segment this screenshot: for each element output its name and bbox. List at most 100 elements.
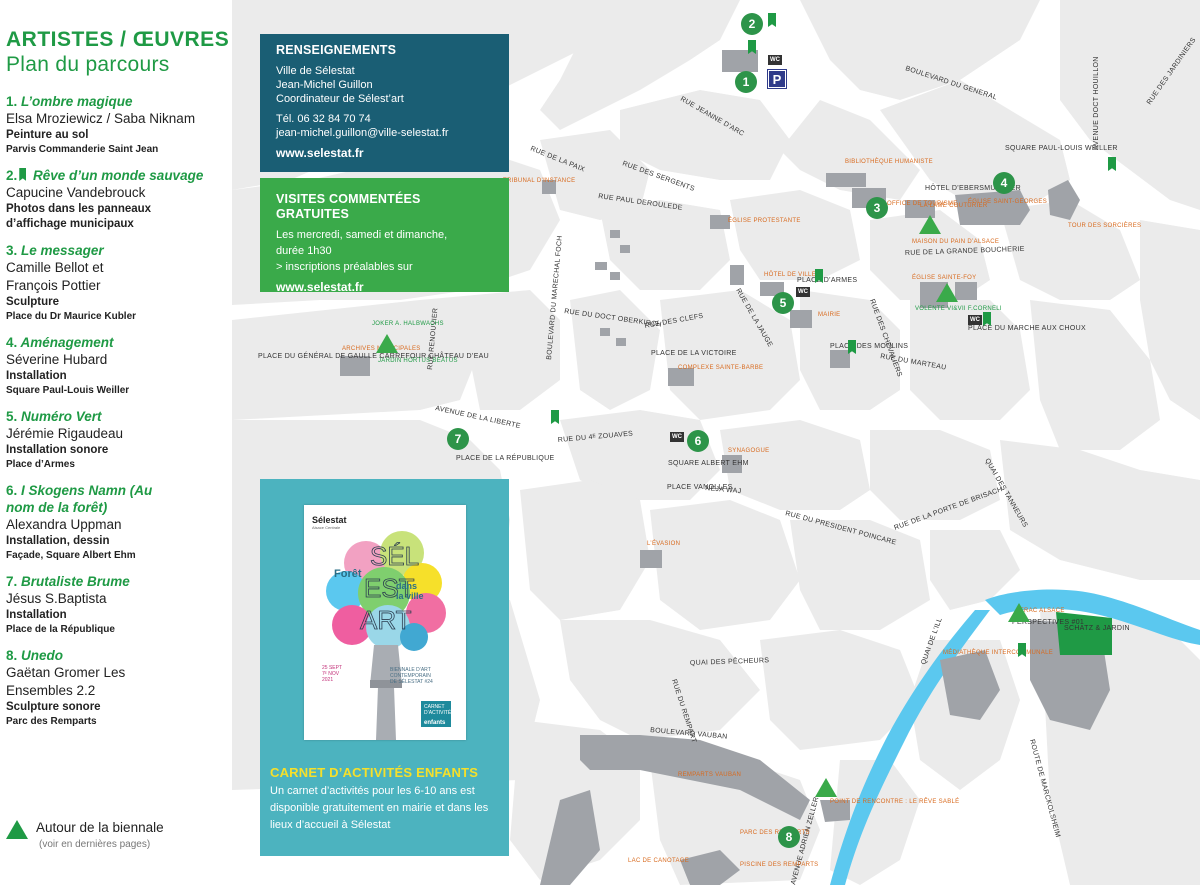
marker-8[interactable]: 8: [778, 826, 800, 848]
marker-5[interactable]: 5: [772, 292, 794, 314]
svg-text:PLACE DU MARCHE AUX CHOUX: PLACE DU MARCHE AUX CHOUX: [968, 325, 1086, 332]
svg-text:OFFICE DE TOURISME: OFFICE DE TOURISME: [887, 201, 958, 207]
biennale-triangle[interactable]: [919, 215, 941, 234]
biennale-triangle[interactable]: [815, 778, 837, 797]
artist-item[interactable]: 8. Unedo Gaëtan Gromer Les Ensembles 2.2…: [6, 647, 232, 729]
svg-text:EST: EST: [364, 573, 415, 603]
visits-line: > inscriptions préalables sur: [276, 261, 413, 273]
billboard-flag[interactable]: [768, 13, 776, 27]
svg-text:RUE DE LA GRANDE BOUCHERIE: RUE DE LA GRANDE BOUCHERIE: [905, 246, 1025, 257]
billboard-flag[interactable]: [983, 312, 991, 326]
svg-text:BIBLIOTHÈQUE HUMANISTE: BIBLIOTHÈQUE HUMANISTE: [845, 158, 933, 165]
wc-icon: WC: [796, 287, 810, 297]
svg-text:PARC DES REMPARTS: PARC DES REMPARTS: [740, 830, 810, 836]
info-line: Coordinateur de Sélest’art: [276, 93, 404, 105]
svg-text:la ville: la ville: [396, 591, 424, 601]
billboard-flag[interactable]: [748, 40, 756, 54]
svg-text:SÉL: SÉL: [370, 541, 419, 571]
artist-type: Installation, dessin: [6, 535, 110, 547]
artist-type: Installation: [6, 609, 67, 621]
legend: Autour de la biennale (voir en dernières…: [6, 820, 164, 851]
artist-item[interactable]: 5. Numéro Vert Jérémie Rigaudeau Install…: [6, 408, 232, 472]
svg-text:HÔTEL DE VILLE: HÔTEL DE VILLE: [764, 271, 816, 278]
svg-text:L’ÉVASION: L’ÉVASION: [647, 540, 680, 547]
artist-type: Peinture au sol: [6, 129, 89, 141]
svg-text:PLACE DES MOULINS: PLACE DES MOULINS: [830, 343, 908, 350]
info-website-link[interactable]: www.selestat.fr: [276, 146, 364, 160]
svg-text:PLACE DE LA VICTOIRE: PLACE DE LA VICTOIRE: [651, 350, 737, 357]
artist-place: Place du Dr Maurice Kubler: [6, 311, 137, 322]
artist-place: Square Paul-Louis Weiller: [6, 385, 130, 396]
artist-item[interactable]: 1. L’ombre magique Elsa Mroziewicz / Sab…: [6, 93, 232, 157]
marker-2[interactable]: 2: [741, 13, 763, 35]
artist-item[interactable]: 7. Brutaliste Brume Jésus S.Baptista Ins…: [6, 573, 232, 637]
sidebar: ARTISTES / ŒUVRES Plan du parcours 1. L’…: [0, 0, 232, 885]
svg-text:VOLENTE VI&VII F.CORNELI: VOLENTE VI&VII F.CORNELI: [915, 306, 1002, 312]
svg-text:PLACE DE LA RÉPUBLIQUE: PLACE DE LA RÉPUBLIQUE: [456, 453, 554, 462]
svg-text:PLACE VANOLLES: PLACE VANOLLES: [667, 484, 733, 491]
poster-artwork: SÉL EST ART Forêt dans la ville: [326, 531, 446, 740]
flag-icon: [19, 168, 27, 181]
artist-place: Parc des Remparts: [6, 716, 97, 727]
marker-3[interactable]: 3: [866, 197, 888, 219]
legend-note: (voir en dernières pages): [39, 839, 151, 850]
marker-6[interactable]: 6: [687, 430, 709, 452]
marker-4[interactable]: 4: [993, 172, 1015, 194]
artist-item[interactable]: 2. Rêve d’un monde sauvage Capucine Vand…: [6, 167, 232, 232]
artist-item[interactable]: 4. Aménagement Séverine Hubard Installat…: [6, 334, 232, 398]
svg-text:SQUARE PAUL-LOUIS WEILLER: SQUARE PAUL-LOUIS WEILLER: [1005, 145, 1118, 152]
artist-item[interactable]: 3. Le messager Camille Bellot et Françoi…: [6, 242, 232, 324]
artist-name: Camille Bellot et François Pottier: [6, 260, 104, 293]
svg-text:SYNAGOGUE: SYNAGOGUE: [728, 448, 769, 454]
place-labels: PLACE DU GÉNÉRAL DE GAULLE CARREFOUR CHÂ…: [258, 145, 1118, 491]
visits-website-link[interactable]: www.selestat.fr: [276, 280, 364, 294]
carnet-box: Sélestat Alsace Centrale SÉL EST ART For…: [260, 479, 509, 856]
artist-num: 6.: [6, 483, 18, 498]
artist-name: Jésus S.Baptista: [6, 591, 107, 606]
svg-text:SQUARE ALBERT EHM: SQUARE ALBERT EHM: [668, 460, 749, 467]
artist-work: I Skogens Namn (Au nom de la forêt): [6, 483, 153, 515]
artist-place: Façade, Square Albert Ehm: [6, 550, 136, 561]
marker-7[interactable]: 7: [447, 428, 469, 450]
info-phone[interactable]: Tél. 06 32 84 70 74: [276, 113, 371, 125]
visits-line: Les mercredi, samedi et dimanche,: [276, 229, 448, 241]
info-email[interactable]: jean-michel.guillon@ville-selestat.fr: [276, 127, 449, 139]
marker-1[interactable]: 1: [735, 71, 757, 93]
artist-place: Parvis Commanderie Saint Jean: [6, 144, 159, 155]
svg-text:PLACE D’ARMES: PLACE D’ARMES: [797, 277, 857, 284]
svg-text:TRIBUNAL D’INSTANCE: TRIBUNAL D’INSTANCE: [503, 178, 575, 184]
page-subtitle: Plan du parcours: [6, 53, 170, 76]
biennale-triangle[interactable]: [936, 283, 958, 302]
visits-box: VISITES COMMENTÉES GRATUITES Les mercred…: [260, 178, 509, 294]
svg-text:JARDIN HORTUS BEATUS: JARDIN HORTUS BEATUS: [378, 358, 458, 364]
carnet-text: Un carnet d’activités pour les 6-10 ans …: [270, 785, 489, 831]
billboard-flag[interactable]: [815, 269, 823, 283]
biennale-triangle[interactable]: [376, 334, 398, 353]
artist-num: 3.: [6, 243, 18, 258]
artist-work: Unedo: [21, 648, 64, 663]
svg-text:PERSPECTIVES #01: PERSPECTIVES #01: [1012, 619, 1084, 626]
svg-text:LAC DE CANOTAGE: LAC DE CANOTAGE: [628, 858, 689, 864]
poster-brand-sub: Alsace Centrale: [312, 525, 341, 530]
svg-text:POINT DE RENCONTRE : LE RÊVE S: POINT DE RENCONTRE : LE RÊVE SABLÉ: [830, 797, 959, 805]
biennale-triangle[interactable]: [1008, 603, 1030, 622]
visits-title: VISITES COMMENTÉES GRATUITES: [276, 192, 421, 221]
artist-place: Place de la République: [6, 624, 115, 635]
wc-icon: WC: [768, 55, 782, 65]
artist-item[interactable]: 6. I Skogens Namn (Au nom de la forêt) A…: [6, 482, 232, 563]
billboard-flag[interactable]: [551, 410, 559, 424]
artist-type: Installation: [6, 370, 67, 382]
legend-label: Autour de la biennale: [36, 820, 164, 835]
svg-text:dans: dans: [396, 581, 417, 591]
svg-text:NEJA WAJ: NEJA WAJ: [705, 485, 742, 495]
poster-dates: 25 SEPT 7ᴱ NOV 2021: [322, 665, 343, 683]
artist-num: 7.: [6, 574, 18, 589]
artist-name: Capucine Vandebrouck: [6, 185, 146, 200]
billboard-flag[interactable]: [1108, 157, 1116, 171]
wc-icon: WC: [968, 315, 982, 325]
billboard-flag[interactable]: [1018, 643, 1026, 657]
svg-text:JOKER A. HALBWACHS: JOKER A. HALBWACHS: [372, 321, 444, 327]
svg-text:AVENUE DOCT HOUILLON: AVENUE DOCT HOUILLON: [1093, 56, 1100, 150]
billboard-flag[interactable]: [848, 340, 856, 354]
carnet-poster[interactable]: Sélestat Alsace Centrale SÉL EST ART For…: [304, 505, 466, 740]
